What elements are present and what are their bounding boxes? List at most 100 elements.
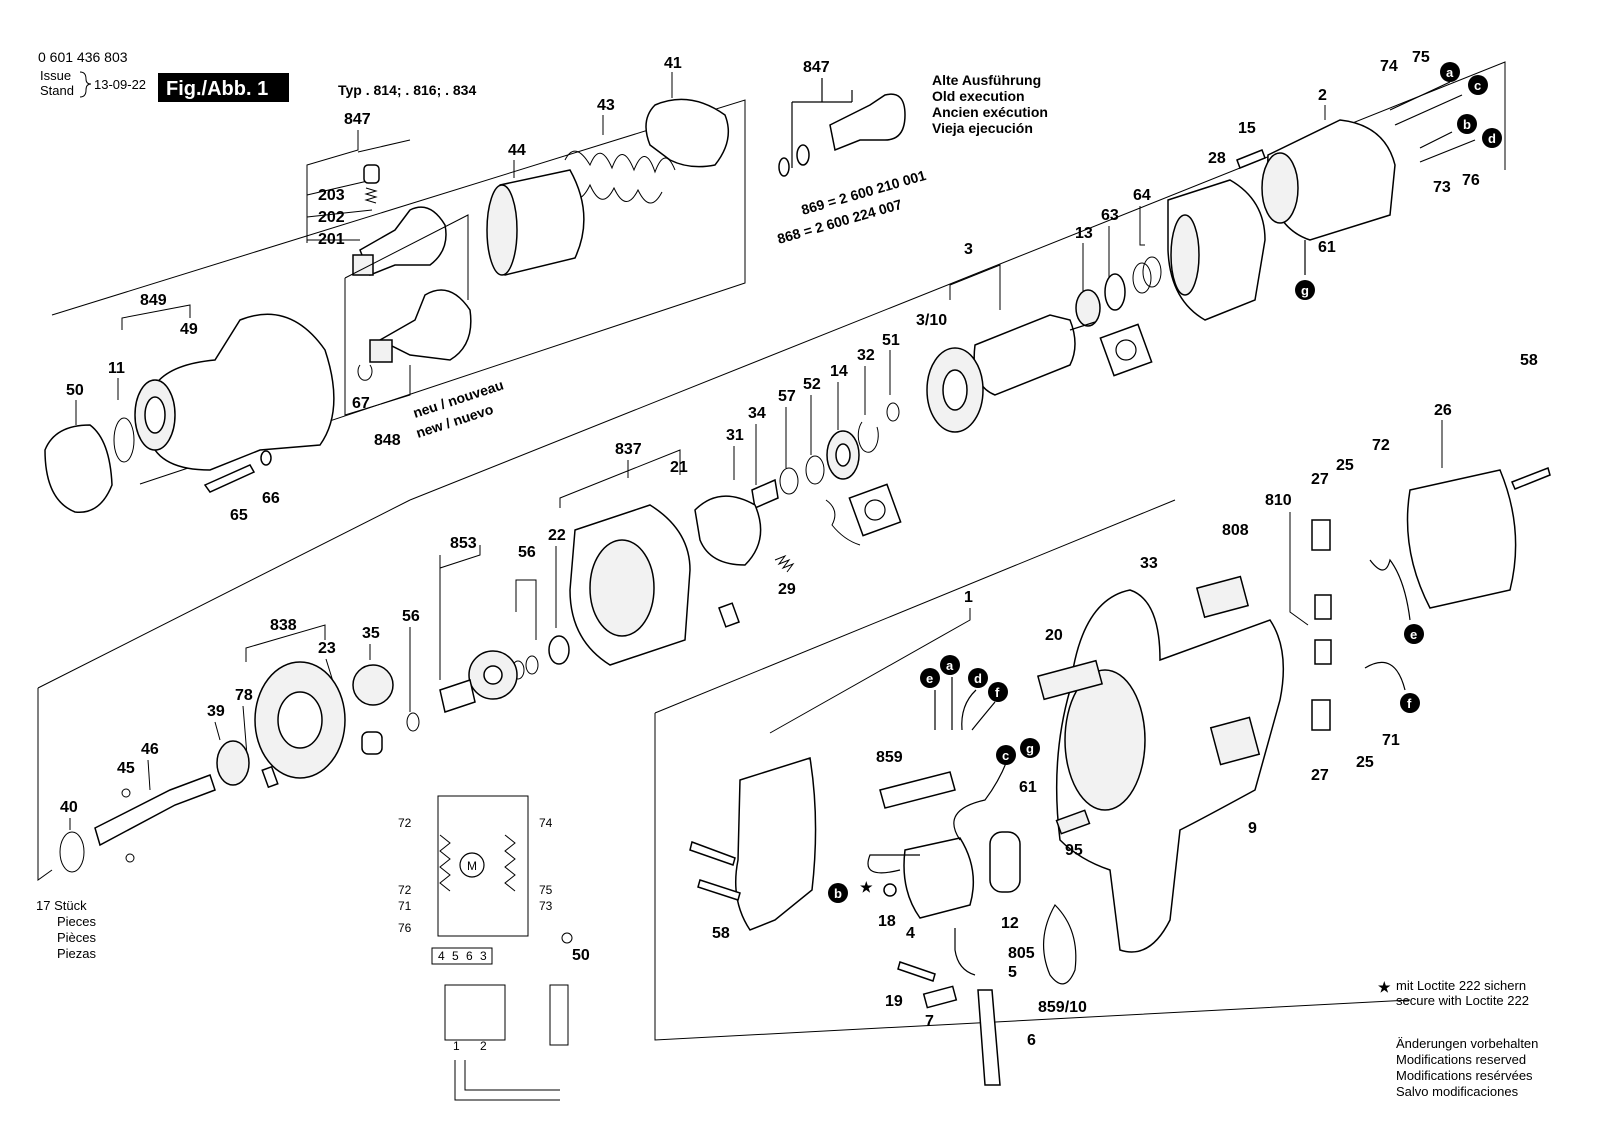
motor-label: M <box>467 859 477 873</box>
svg-text:f: f <box>1407 696 1412 711</box>
callout-21: 21 <box>670 459 688 476</box>
gears-spindle-group: 853 56 35 23 838 78 39 46 45 40 17 Stück <box>36 499 518 961</box>
grease-line-icon <box>825 499 861 546</box>
part-66-washer <box>260 450 272 466</box>
part-50-cap <box>44 424 113 513</box>
switch-terminal-2: 2 <box>480 1039 487 1053</box>
part-58-screw-top <box>1511 467 1551 490</box>
part-52-washer <box>805 455 825 485</box>
callout-28: 28 <box>1208 150 1226 167</box>
callout-25-bottom: 25 <box>1356 754 1374 771</box>
part-43-spring <box>564 150 676 174</box>
modifications-de: Änderungen vorbehalten <box>1396 1036 1538 1051</box>
callout-9: 9 <box>1248 820 1257 837</box>
callout-847: 847 <box>344 111 371 128</box>
part-64-washer <box>1142 256 1162 288</box>
part-27-brush-holder-bottom <box>1311 699 1331 731</box>
callout-46: 46 <box>141 741 159 758</box>
callout-202: 202 <box>318 209 345 226</box>
part-859-trigger <box>879 771 956 809</box>
part-6-cable <box>977 989 1001 1086</box>
callout-859-10: 859/10 <box>1038 999 1087 1016</box>
callout-34: 34 <box>748 405 766 422</box>
callout-44: 44 <box>508 142 526 159</box>
callout-6: 6 <box>1027 1032 1036 1049</box>
grease-symbol-2-icon <box>848 483 902 537</box>
part-67-ring <box>357 364 373 381</box>
callout-14: 14 <box>830 363 848 380</box>
grease-symbol-icon <box>1099 323 1153 377</box>
svg-text:g: g <box>1301 283 1309 298</box>
issue-label: Issue <box>40 68 71 83</box>
callout-58-bottom: 58 <box>712 925 730 942</box>
connector-c-switch-icon <box>996 745 1016 765</box>
callout-31: 31 <box>726 427 744 444</box>
part-3-armature <box>973 314 1076 396</box>
callout-33: 33 <box>1140 555 1158 572</box>
terminal-3: 3 <box>480 949 487 963</box>
callout-56: 56 <box>518 544 536 561</box>
connector-b-switch-icon <box>828 883 848 903</box>
part-848-anvil-new <box>378 289 472 361</box>
part-26-end-cap <box>1406 469 1517 609</box>
part-45-ball <box>121 788 131 798</box>
callout-45: 45 <box>117 760 135 777</box>
wire-72-a: 72 <box>398 816 412 830</box>
loctite-note-de: mit Loctite 222 sichern <box>1396 978 1526 993</box>
connector-d-icon <box>1482 128 1502 148</box>
issue-date: 13-09-22 <box>94 77 146 92</box>
old-execution-de: Alte Ausführung <box>932 72 1041 88</box>
housing-box-outline <box>654 499 1411 1041</box>
part-63-ring <box>1104 273 1126 311</box>
callout-2: 2 <box>1318 87 1327 104</box>
document-number: 0 601 436 803 <box>38 49 128 65</box>
part-13-bearing <box>1075 289 1101 327</box>
ground-symbol-icon <box>561 932 573 944</box>
loctite-star-icon: ★ <box>860 879 873 895</box>
callout-23: 23 <box>318 640 336 657</box>
callout-66: 66 <box>262 490 280 507</box>
svg-text:b: b <box>1463 117 1471 132</box>
callout-32: 32 <box>857 347 875 364</box>
callout-73: 73 <box>1433 179 1451 196</box>
motor-box-outline <box>409 61 1506 501</box>
callout-41: 41 <box>664 55 682 72</box>
callout-25-top: 25 <box>1336 457 1354 474</box>
spindle-box-outline <box>37 499 411 881</box>
gear-housing-group: 837 21 22 56 <box>511 441 740 680</box>
part-808-label <box>1195 575 1250 619</box>
part-202-spring <box>364 187 378 204</box>
callout-849: 849 <box>140 292 167 309</box>
callout-39: 39 <box>207 703 225 720</box>
terminal-6: 6 <box>466 949 473 963</box>
part-49-housing <box>149 313 335 471</box>
part-7-clamp <box>922 985 958 1009</box>
callout-859: 859 <box>876 749 903 766</box>
part-46-spindle <box>94 774 216 847</box>
callout-13: 13 <box>1075 225 1093 242</box>
part-31-plate <box>694 495 762 566</box>
callout-35: 35 <box>362 625 380 642</box>
old-execution-es: Vieja ejecución <box>932 120 1033 136</box>
part-201-anvil <box>359 206 447 276</box>
part-4-switch <box>903 837 975 919</box>
part-27-brush-holder-top <box>1311 519 1331 551</box>
modifications-fr: Modifications resérvées <box>1396 1068 1533 1083</box>
callout-853: 853 <box>450 535 477 552</box>
pieces-en: Pieces <box>57 914 97 929</box>
callout-1: 1 <box>964 589 973 606</box>
part-15-screw <box>1236 149 1266 169</box>
part-51-washer <box>886 402 900 422</box>
part-853-pinion <box>439 679 476 713</box>
old-anvil-part <box>829 93 906 152</box>
connector-d-switch-icon <box>968 668 988 688</box>
pieces-fr: Pièces <box>57 930 97 945</box>
svg-text:f: f <box>995 685 1000 700</box>
svg-text:c: c <box>1002 748 1009 763</box>
fig-label: Fig./Abb. 1 <box>166 78 268 100</box>
callout-50: 50 <box>66 382 84 399</box>
connector-f-icon <box>1400 693 1420 713</box>
part-12-capacitor <box>989 831 1021 893</box>
callout-3: 3 <box>964 241 973 258</box>
